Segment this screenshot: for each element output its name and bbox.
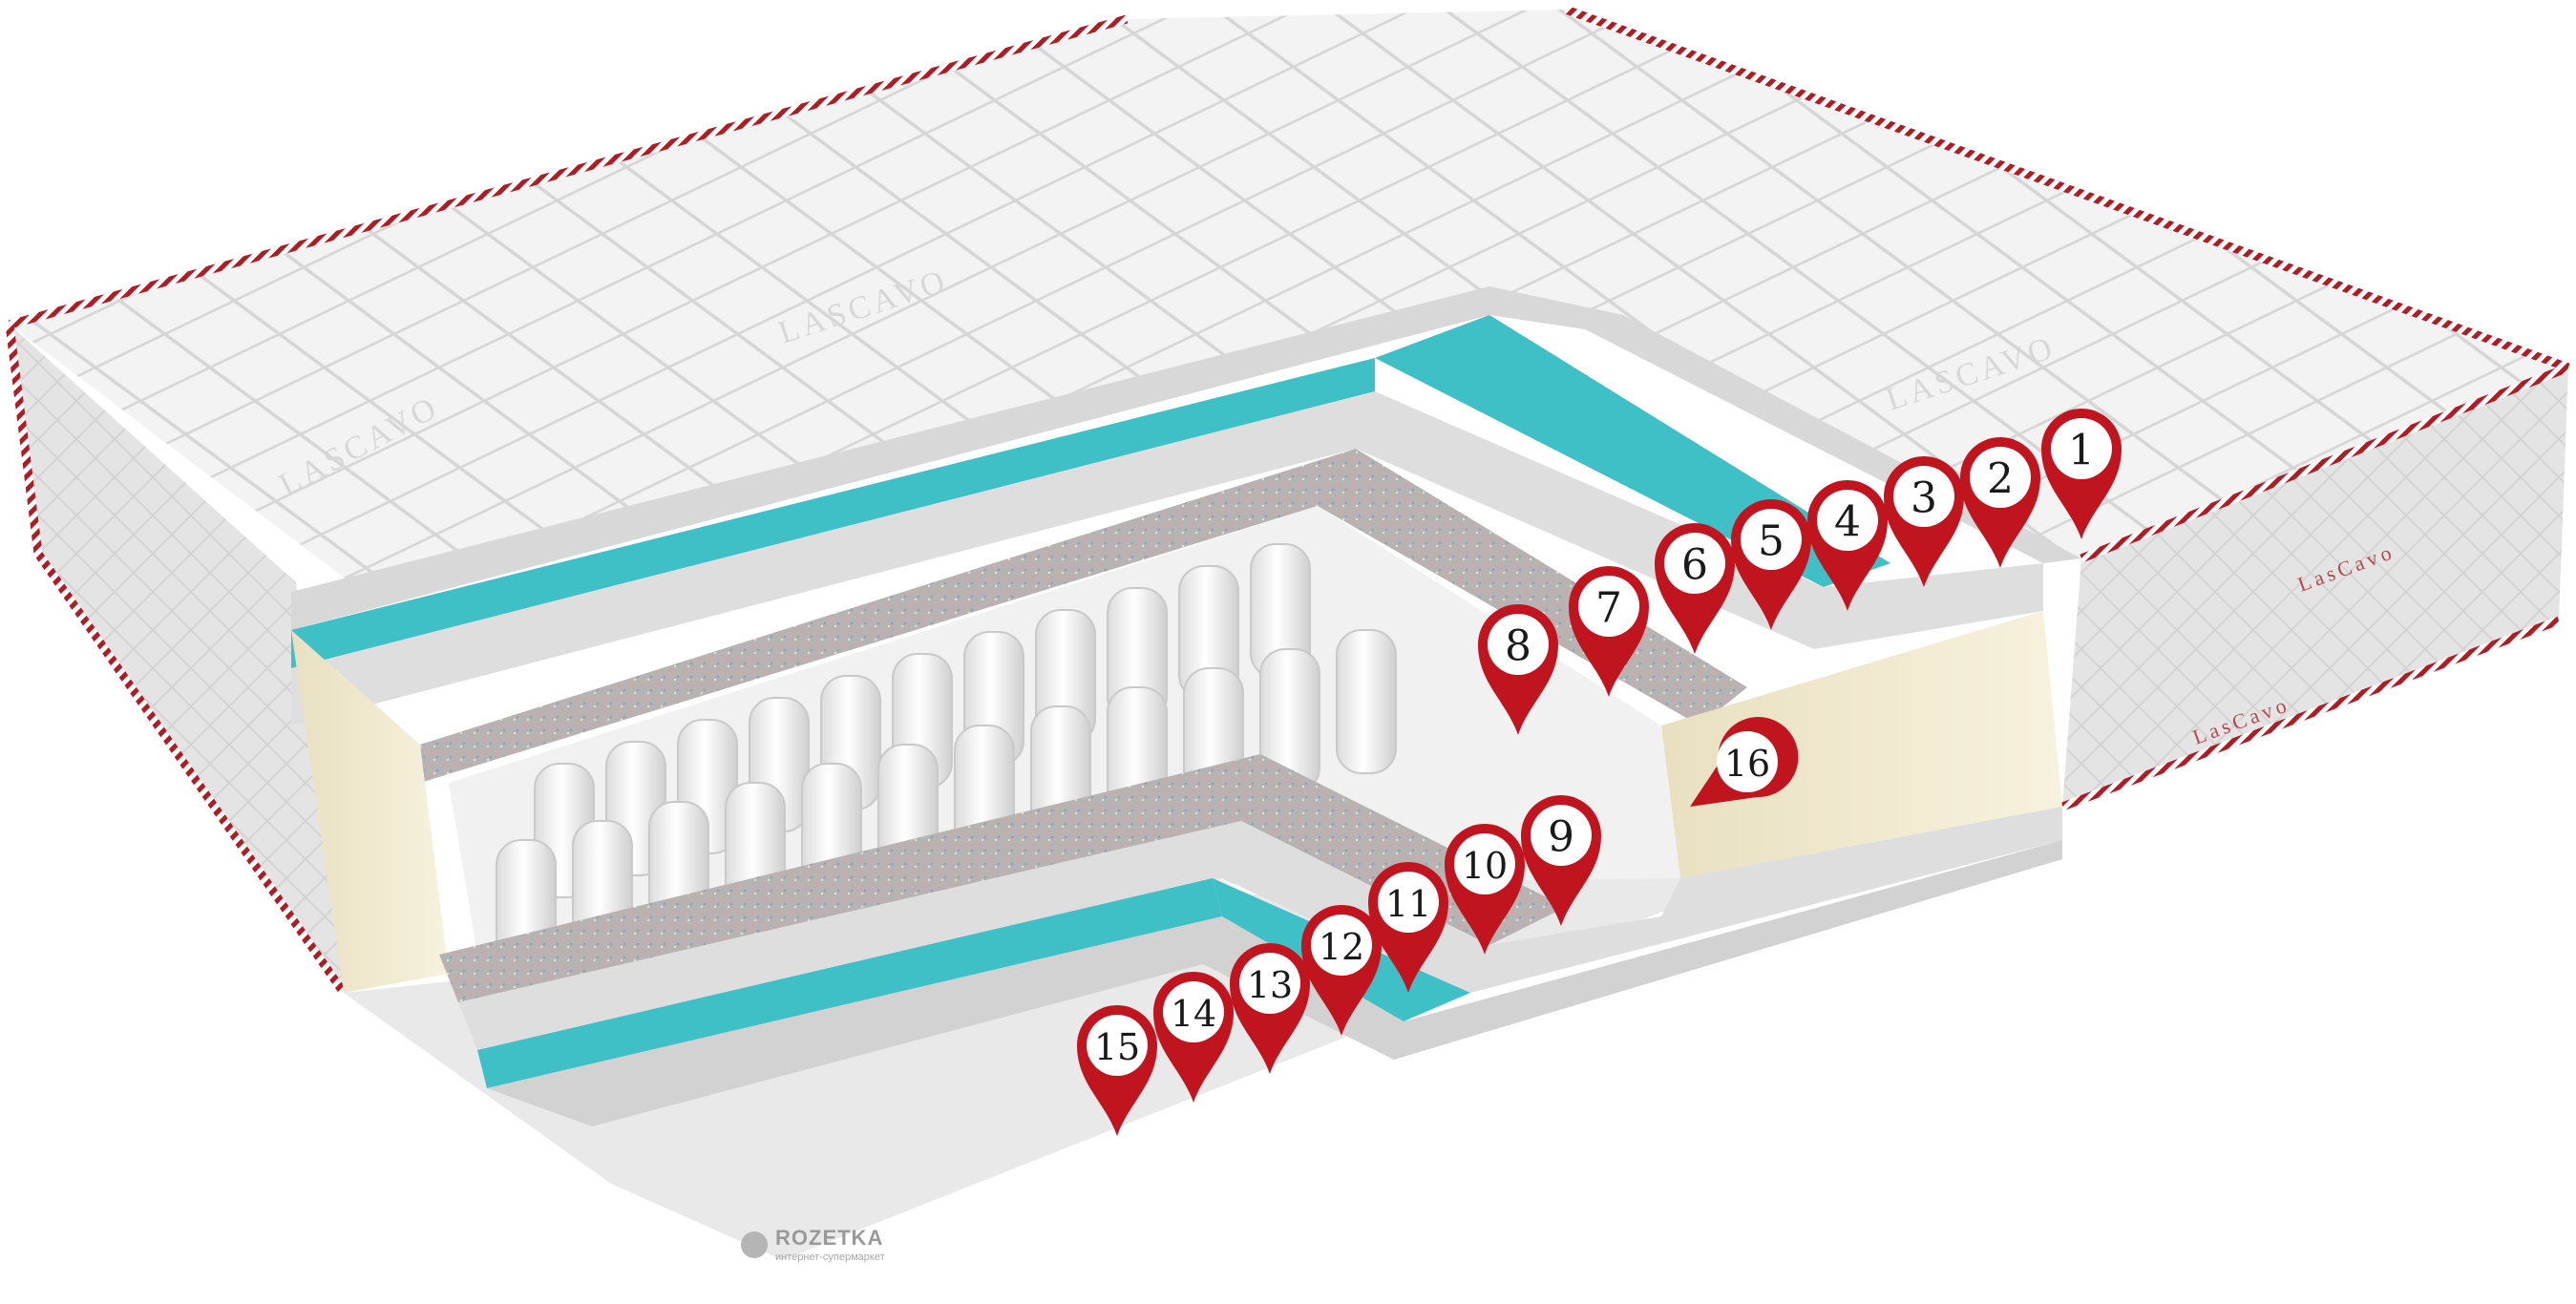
marker-pin-4: 4 [1807,480,1888,611]
marker-pin-14: 14 [1153,972,1234,1103]
marker-label: 1 [2068,427,2095,475]
marker-label: 12 [1319,926,1364,968]
marker-label: 5 [1758,517,1784,566]
mattress-piping-top-left [8,14,1129,329]
marker-pin-6: 6 [1655,523,1735,654]
spring-columns [496,543,1397,984]
mattress-right-side [2062,368,2568,807]
rozetka-watermark-tagline: интернет-супермаркет [775,1251,885,1263]
marker-label: 10 [1462,845,1508,887]
marker-label: 15 [1094,1026,1140,1068]
marker-pin-face [2051,418,2112,479]
marker-pin-13: 13 [1230,943,1310,1074]
layer-teal-top [291,358,1375,668]
marker-pin-face [1717,731,1778,792]
marker-label: 7 [1595,584,1622,633]
marker-pin-face [1741,509,1802,570]
layer-teal-bottom [477,878,1222,1088]
marker-pin-8: 8 [1478,604,1558,735]
mattress-top-surface [10,10,2568,592]
marker-pin-face [1817,490,1878,551]
marker-pin-16: 16 [1690,717,1799,807]
marker-label: 3 [1911,474,1937,523]
marker-pin-10: 10 [1445,824,1525,955]
layer-felt-top [420,449,1747,783]
mattress-piping-right-corner [2080,363,2570,563]
mattress-piping-top-right [1564,5,2570,372]
marker-pin-15: 15 [1077,1005,1157,1136]
layer-grey-bottom [458,807,2062,1050]
marker-pin-face [1378,872,1439,933]
marker-pin-face [1488,614,1549,675]
marker-pin-2: 2 [1960,437,2040,568]
marker-pin-12: 12 [1301,905,1382,1036]
rozetka-watermark: ROZETKA интернет-супермаркет [741,1226,885,1263]
marker-pin-face [1578,576,1639,637]
layer-felt-bottom [439,754,1566,1002]
marker-pin-face [1454,833,1515,894]
layer-cream-right [1661,611,2062,878]
mattress-left-side [10,325,344,993]
marker-label: 8 [1505,622,1531,671]
marker-label: 2 [1987,455,2014,504]
marker-label: 16 [1724,743,1770,785]
marker-pin-face [1163,981,1224,1042]
marker-pin-face [1311,915,1372,976]
marker-pin-3: 3 [1884,456,1964,587]
marker-label: 13 [1247,964,1293,1006]
rozetka-logo-icon [741,1231,768,1258]
marker-pin-5: 5 [1731,499,1811,630]
mattress-piping-left-vertical [5,324,348,996]
marker-label: 9 [1548,813,1574,862]
marker-pin-face [1239,953,1300,1014]
marker-label: 4 [1834,498,1861,547]
marker-pin-7: 7 [1569,566,1649,697]
marker-pin-face [1893,466,1954,527]
marker-label: 14 [1171,993,1216,1035]
marker-pin-face [1970,447,2031,508]
spring-pocket [1336,629,1397,774]
marker-pin-face [1087,1015,1148,1076]
marker-pin-face [1531,805,1592,866]
mattress-piping-right-bottom [2060,616,2561,811]
marker-pin-9: 9 [1521,795,1601,926]
marker-label: 6 [1681,541,1708,590]
layer-cream-left [291,630,449,993]
marker-pin-11: 11 [1368,862,1448,993]
marker-pin-face [1664,533,1725,594]
marker-pin-1: 1 [2041,409,2122,539]
marker-label: 11 [1385,883,1431,925]
rozetka-watermark-name: ROZETKA [775,1226,883,1250]
